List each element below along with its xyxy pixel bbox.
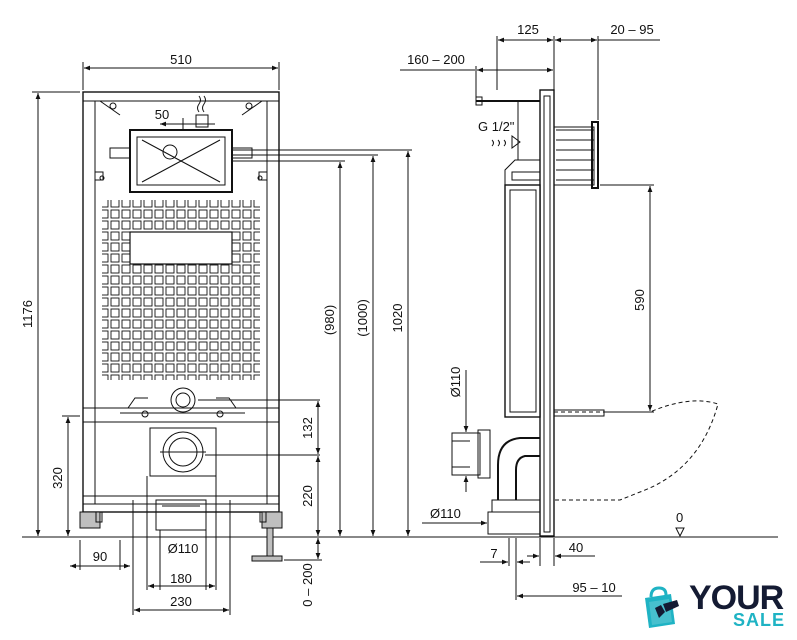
dim-0-200: 0 – 200 bbox=[300, 563, 315, 606]
dim-7: 7 bbox=[490, 546, 497, 561]
label-floor-zero: 0 bbox=[676, 510, 683, 525]
dim-230: 230 bbox=[170, 594, 192, 609]
dim-1020: 1020 bbox=[390, 304, 405, 333]
dim-dia-110-side-bottom: Ø110 bbox=[430, 506, 461, 521]
dim-1176: 1176 bbox=[20, 300, 35, 328]
dim-40: 40 bbox=[569, 540, 583, 555]
side-view: 125 20 – 95 160 – 200 G 1/2" 590 Ø110 Ø1… bbox=[400, 22, 719, 600]
dim-160-200: 160 – 200 bbox=[407, 52, 465, 67]
dim-180: 180 bbox=[170, 571, 192, 586]
logo-word-sale: SALE bbox=[733, 610, 786, 630]
logo-word-your: YOUR bbox=[689, 579, 784, 617]
shopping-bag-icon bbox=[645, 586, 679, 628]
dim-510: 510 bbox=[170, 52, 192, 67]
dim-590: 590 bbox=[632, 289, 647, 311]
dim-320: 320 bbox=[50, 467, 65, 489]
front-view: 510 50 1176 320 (980) (1000) 1020 132 bbox=[20, 52, 412, 615]
dim-980: (980) bbox=[322, 305, 337, 335]
dim-125: 125 bbox=[517, 22, 539, 37]
dim-20-95: 20 – 95 bbox=[610, 22, 653, 37]
dim-95-10: 95 – 10 bbox=[572, 580, 615, 595]
label-water-inlet: G 1/2" bbox=[478, 119, 515, 134]
dim-dia-110-front: Ø110 bbox=[168, 541, 199, 556]
brand-logo: YOUR SALE bbox=[637, 580, 787, 632]
dim-90: 90 bbox=[93, 549, 107, 564]
dim-1000: (1000) bbox=[355, 299, 370, 337]
dim-220: 220 bbox=[300, 485, 315, 507]
dim-132: 132 bbox=[300, 417, 315, 439]
dim-dia-110-side-top: Ø110 bbox=[448, 367, 463, 398]
dim-50: 50 bbox=[155, 107, 169, 122]
